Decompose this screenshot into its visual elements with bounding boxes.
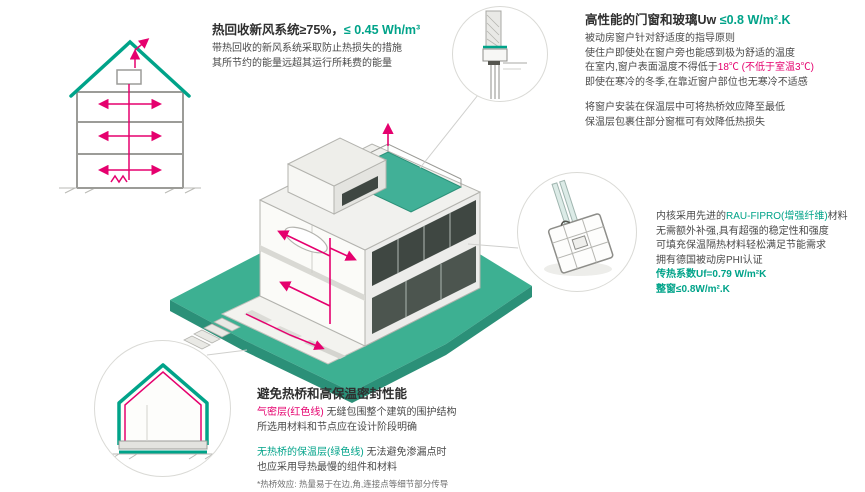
penthouse-volume [286, 137, 388, 215]
airtight-layer-line [124, 371, 202, 441]
profile-uf-value: 传热系数Uf=0.79 W/m²K [656, 269, 767, 280]
windows-line2: 使住户即使处在窗户旁也能感到极为舒适的温度 [585, 47, 795, 59]
ventilation-body-line1: 带热回收的新风系统采取防止热损失的措施 [212, 43, 402, 55]
profile-line1-suffix: 材料 [827, 211, 848, 222]
radiator-zigzag [110, 174, 128, 184]
callout-windows: 高性能的门窗和玻璃Uw ≤0.8 W/m².K 被动房窗户针对舒适度的指导原则 … [585, 12, 863, 130]
insulation-line3: 无热桥的保温层(绿色线) 无法避免渗漏点时 [257, 446, 507, 461]
ventilation-house-section-illustration [59, 38, 201, 194]
windows-title: 高性能的门窗和玻璃Uw ≤0.8 W/m².K [585, 12, 863, 28]
insulation-line1: 气密层(红色线) 无缝包围整个建筑的围护结构 [257, 406, 507, 421]
insulated-roof-line [69, 39, 191, 98]
window-installation-detail-circle [452, 6, 548, 102]
ventilation-title-value: ≤ 0.45 Wh/m³ [343, 23, 421, 37]
windows-line3-highlight: 18℃ (不低于室温3℃) [717, 62, 814, 74]
windows-line4: 即使在寒冷的冬季,在靠近窗户部位也无寒冷不适感 [585, 76, 808, 88]
insulation-layer-line [117, 363, 209, 445]
airflow-arrows [98, 38, 162, 184]
bathtub [284, 226, 328, 254]
windows-title-value: ≤0.8 W/m².K [719, 13, 791, 27]
insulation-footnote: *热桥效应: 热量易于在边,角,连接点等细节部分传导 [257, 479, 449, 490]
windows-line1: 被动房窗户针对舒适度的指导原则 [585, 33, 735, 45]
windows-title-text: 高性能的门窗和玻璃Uw [585, 13, 720, 27]
insulation-thermal-label: 无热桥的保温层(绿色线) [257, 447, 364, 459]
ventilation-duct-lines [277, 230, 357, 324]
windows-line3: 在室内,窗户表面温度不得低于18℃ (不低于室温3℃) [585, 61, 863, 76]
insulation-section-circle [94, 340, 231, 477]
profile-line1-text: 内核采用先进的 [656, 211, 726, 222]
insulation-title: 避免热桥和高保温密封性能 [257, 387, 408, 401]
profile-line1: 内核采用先进的RAU-FIPRO(增强纤维)材料 [656, 210, 865, 225]
ventilation-body-line2: 其所节约的能量远超其运行所耗费的能量 [212, 57, 392, 69]
windows-line5: 将窗户安装在保温层中可将热桥效应降至最低 [585, 102, 785, 114]
window-profile-illustration [544, 179, 614, 276]
profile-uw-value: 整窗≤0.8W/m².K [656, 283, 730, 295]
garden-stairs [183, 317, 241, 350]
profile-line3: 可填充保温隔热材料轻松满足节能需求 [656, 240, 826, 251]
profile-line2: 无需额外补强,具有超强的稳定性和强度 [656, 225, 829, 237]
insulation-section-illustration [105, 363, 221, 460]
isometric-house-cutaway-illustration [170, 122, 532, 403]
insulation-airtight-label: 气密层(红色线) [257, 407, 324, 419]
window-installation-detail-illustration [482, 10, 527, 99]
callout-insulation: 避免热桥和高保温密封性能 气密层(红色线) 无缝包围整个建筑的围护结构 所选用材… [257, 386, 507, 491]
profile-line1-highlight: RAU-FIPRO(增强纤维) [726, 211, 828, 222]
window-profile-circle [517, 172, 637, 292]
insulation-line1-text: 无缝包围整个建筑的围护结构 [323, 407, 457, 419]
house-cut-section [259, 199, 366, 347]
callout-profile: 内核采用先进的RAU-FIPRO(增强纤维)材料 无需额外补强,具有超强的稳定性… [656, 210, 865, 297]
ventilation-title: 热回收新风系统≥75%，≤ 0.45 Wh/m³ [212, 22, 487, 38]
triple-glazing-lines [490, 65, 500, 99]
callout-ventilation: 热回收新风系统≥75%，≤ 0.45 Wh/m³ 带热回收的新风系统采取防止热损… [212, 22, 487, 71]
ventilation-title-text: 热回收新风系统≥75%， [212, 23, 344, 37]
insulation-line3-text: 无法避免渗漏点时 [363, 447, 447, 459]
insulation-line2: 所选用材料和节点应在设计阶段明确 [257, 421, 417, 433]
windows-line3-text: 在室内,窗户表面温度不得低于 [585, 62, 718, 74]
profile-line4: 拥有德国被动房PHI认证 [656, 254, 763, 266]
heat-recovery-unit [116, 69, 142, 85]
insulation-line4: 也应采用导热最慢的组件和材料 [257, 461, 397, 473]
windows-line6: 保温层包裹住部分窗框可有效降低热损失 [585, 116, 765, 128]
